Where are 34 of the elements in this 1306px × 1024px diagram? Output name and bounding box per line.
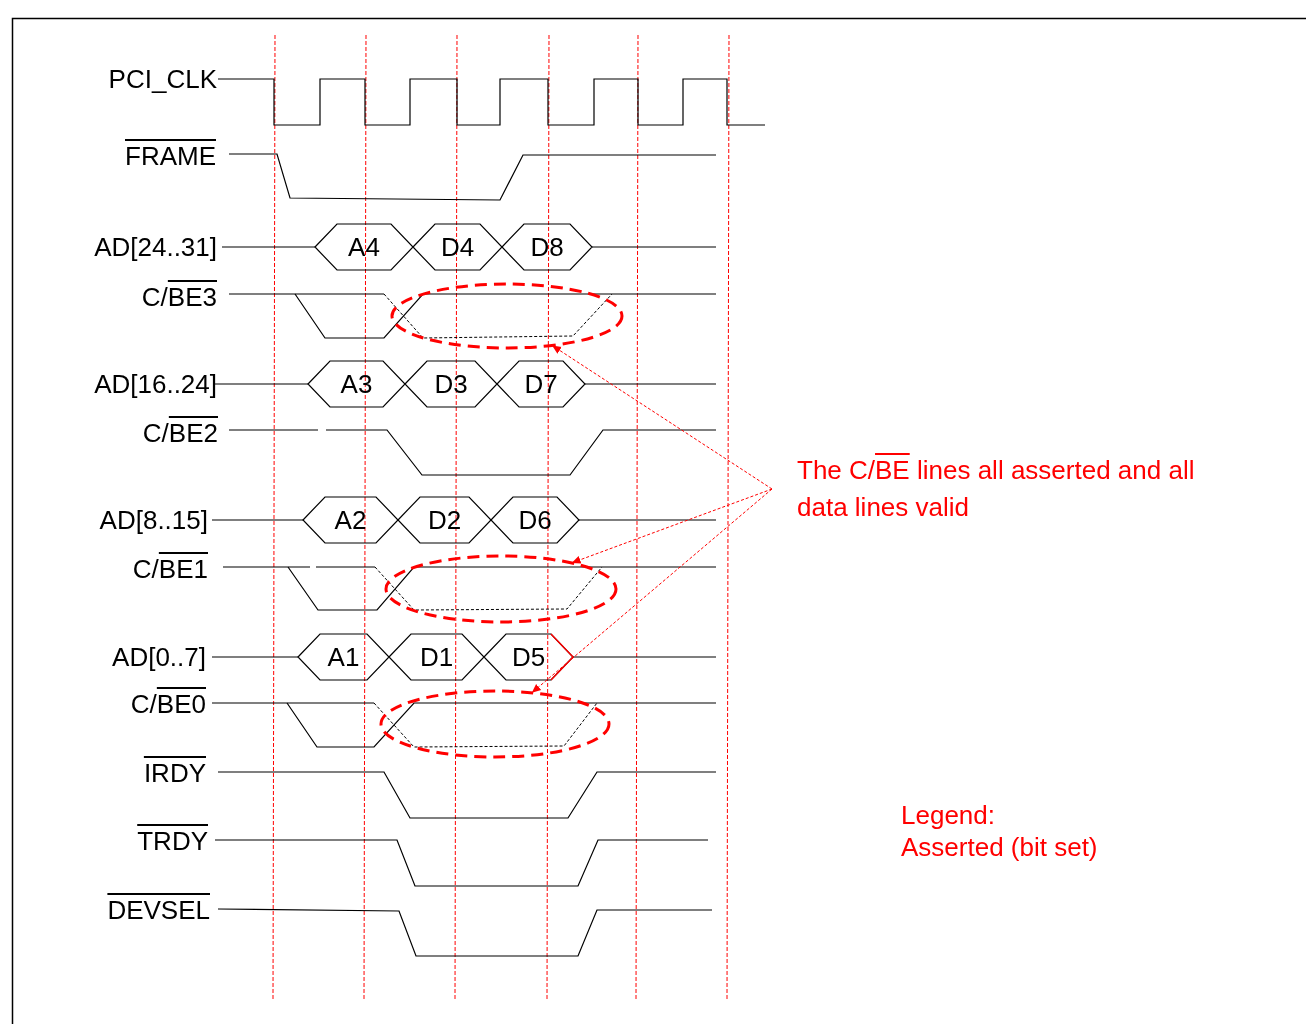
signal-name: AD[24..31] (94, 232, 217, 262)
bus-value: D7 (524, 369, 558, 399)
signal-name: DEVSEL (107, 895, 210, 925)
signal-name: AD[0..7] (112, 642, 206, 672)
signal-name: C/BE3 (141, 282, 217, 312)
legend-title: Legend: (901, 800, 995, 830)
leader-arrow (571, 488, 773, 564)
signal-name: C/BE2 (142, 418, 218, 448)
bus-value: D2 (427, 505, 462, 535)
bus-value: D6 (518, 505, 552, 535)
bus-value: A2 (334, 505, 367, 535)
highlight-ellipse (390, 282, 624, 350)
signal-name: C/BE0 (130, 689, 206, 719)
signal-name: C/BE1 (132, 554, 208, 584)
legend-entry: Asserted (bit set) (901, 832, 1098, 862)
signal-name: AD[16..24] (94, 369, 217, 399)
leader-arrow (551, 344, 773, 490)
bus-value: A3 (340, 369, 373, 399)
bus-value: A1 (327, 642, 360, 672)
signal-name: TRDY (137, 826, 208, 856)
signal-name: AD[8..15] (99, 505, 208, 535)
bus-value: D5 (511, 642, 546, 672)
bus-value: D8 (530, 232, 564, 262)
highlight-ellipse (384, 554, 618, 624)
signal-name: IRDY (143, 758, 206, 788)
highlight-ellipse (379, 689, 611, 759)
signal-name: PCI_CLK (108, 64, 217, 94)
bus-value: D3 (434, 369, 468, 399)
signal-name: FRAME (125, 141, 216, 171)
bus-value: D1 (419, 642, 454, 672)
annotation-note: The C/BE lines all asserted and all data lines valid (797, 452, 1225, 526)
bus-value: A4 (348, 232, 380, 262)
bus-value: D4 (440, 232, 475, 262)
leader-arrow (531, 488, 773, 694)
